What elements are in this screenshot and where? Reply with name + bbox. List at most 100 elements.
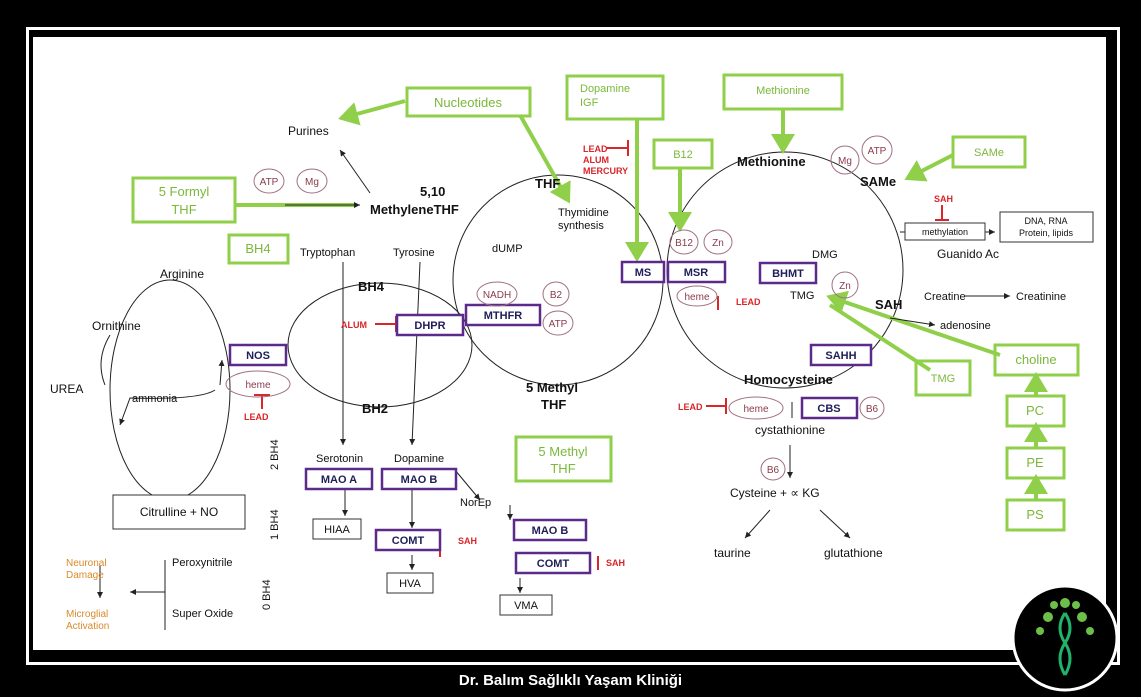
tmg-label: TMG xyxy=(790,290,814,302)
tryptophan-label: Tryptophan xyxy=(300,247,355,259)
comt-enzyme-2 xyxy=(514,551,592,575)
mao-a-label: MAO A xyxy=(321,474,357,486)
mao-b-enzyme-1 xyxy=(380,467,458,491)
nos-label: NOS xyxy=(246,350,270,362)
tree-dna-icon xyxy=(1011,584,1119,692)
b6-cofactor-2 xyxy=(760,457,786,481)
bh4-1-label: 1 BH4 xyxy=(269,509,281,540)
tmg-green-label: TMG xyxy=(931,373,955,385)
nucleotides-thf-arrow xyxy=(518,114,571,204)
pe-box xyxy=(1005,446,1066,480)
citrulline-label: Citrulline + NO xyxy=(140,505,218,519)
bh2-label: BH2 xyxy=(362,401,388,416)
choline-arrow xyxy=(826,290,1001,357)
microglial-label-1: Microglial xyxy=(66,609,108,620)
bh4-green-box xyxy=(227,233,290,265)
ps-label: PS xyxy=(1026,507,1044,522)
creatine-label: Creatine xyxy=(924,291,966,303)
nos-enzyme xyxy=(228,343,288,367)
bh4-2-label: 2 BH4 xyxy=(269,439,281,470)
zn-cofactor-label-2: Zn xyxy=(839,281,851,292)
pc-box xyxy=(1005,394,1066,428)
bh4-green-label: BH4 xyxy=(245,241,270,256)
formyl-label-2: THF xyxy=(171,202,196,217)
ms-enzyme xyxy=(620,260,666,284)
mao-b-label-1: MAO B xyxy=(401,474,438,486)
b2-cofactor xyxy=(542,281,570,307)
comt-label-2: COMT xyxy=(537,558,570,570)
logo-leaf-3 xyxy=(1036,627,1044,635)
guanido-label: Guanido Ac xyxy=(937,247,999,261)
mg-cofactor-2 xyxy=(830,145,860,175)
b2-cofactor-label: B2 xyxy=(550,290,563,301)
sahh-enzyme xyxy=(809,343,873,367)
b12-box xyxy=(652,138,714,170)
dna-box xyxy=(999,211,1094,243)
atp-cofactor-1 xyxy=(253,168,285,194)
mao-b-enzyme-2 xyxy=(512,518,588,542)
choline-label: choline xyxy=(1015,352,1056,367)
sahh-label: SAHH xyxy=(825,350,856,362)
dna-label-2: Protein, lipids xyxy=(1019,228,1074,238)
neuronal-label-2: Damage xyxy=(66,570,104,581)
norep-label: NorEp xyxy=(460,497,491,509)
alum-label-1: ALUM xyxy=(583,155,609,165)
cbs-label: CBS xyxy=(817,403,840,415)
nucleotides-box xyxy=(405,86,532,118)
heme-cofactor-label-2: heme xyxy=(245,380,270,391)
nos-arrow xyxy=(218,359,225,386)
same-green-box xyxy=(951,135,1027,169)
ornithine-label: Ornithine xyxy=(92,319,141,333)
b6-cofactor-1 xyxy=(859,396,885,420)
homocysteine-label: Homocysteine xyxy=(744,372,833,387)
mg-cofactor-label-2: Mg xyxy=(838,156,852,167)
nadh-cofactor xyxy=(476,281,518,307)
glutathione-label: glutathione xyxy=(824,546,883,560)
logo-leaf-4 xyxy=(1086,627,1094,635)
atp-cofactor-3 xyxy=(542,310,574,336)
heme-cofactor-label-1: heme xyxy=(684,292,709,303)
vma-label: VMA xyxy=(514,600,539,612)
thymidine-label-2: synthesis xyxy=(558,220,604,232)
same-green-label: SAMe xyxy=(974,147,1004,159)
dump-label: dUMP xyxy=(492,243,523,255)
hva-box xyxy=(386,572,434,594)
methylene-label-1: 5,10 xyxy=(420,184,445,199)
cysteine-label: Cysteine + ∝ KG xyxy=(730,486,820,500)
urea-label: UREA xyxy=(50,382,83,396)
ammonia-arrow xyxy=(119,389,216,426)
atp-cofactor-2 xyxy=(861,135,893,165)
logo-leaf-2 xyxy=(1077,612,1087,622)
heme-cofactor-label-3: heme xyxy=(743,404,768,415)
dopamine-igf-box xyxy=(565,74,665,121)
logo-leaf-1 xyxy=(1043,612,1053,622)
dopamine-igf-label-2: IGF xyxy=(580,97,599,109)
mao-a-enzyme xyxy=(304,467,374,491)
methylene-purines-arrow xyxy=(339,149,371,194)
bh4-cycle-ring xyxy=(287,282,473,408)
zn-cofactor-1 xyxy=(703,229,733,255)
logo-leaf-7 xyxy=(1072,601,1080,609)
formyl-label-1: 5 Formyl xyxy=(159,184,210,199)
arginine-label: Arginine xyxy=(160,267,204,281)
logo-leaf-5 xyxy=(1060,598,1070,608)
methyl-thf-green-box xyxy=(514,435,613,483)
cbs-enzyme xyxy=(800,396,859,420)
ms-label: MS xyxy=(635,267,652,279)
choline-box xyxy=(993,343,1080,377)
mg-cofactor-1 xyxy=(296,168,328,194)
hiaa-label: HIAA xyxy=(324,524,350,536)
bh4-label: BH4 xyxy=(358,279,385,294)
formyl-box xyxy=(131,176,237,224)
b6-cofactor-label-1: B6 xyxy=(866,404,879,415)
peroxynitrile-label: Peroxynitrile xyxy=(172,557,233,569)
dopamine-label: Dopamine xyxy=(394,453,444,465)
taurine-arrow xyxy=(744,509,771,539)
alum-label-2: ALUM xyxy=(341,320,367,330)
tyrosine-label: Tyrosine xyxy=(393,247,435,259)
pc-label: PC xyxy=(1026,403,1044,418)
sah-comt1-label: SAH xyxy=(458,536,477,546)
lead-msr-label: LEAD xyxy=(736,297,761,307)
methyl-thf-green-label-1: 5 Methyl xyxy=(538,444,587,459)
mg-cofactor-label-1: Mg xyxy=(305,177,319,188)
